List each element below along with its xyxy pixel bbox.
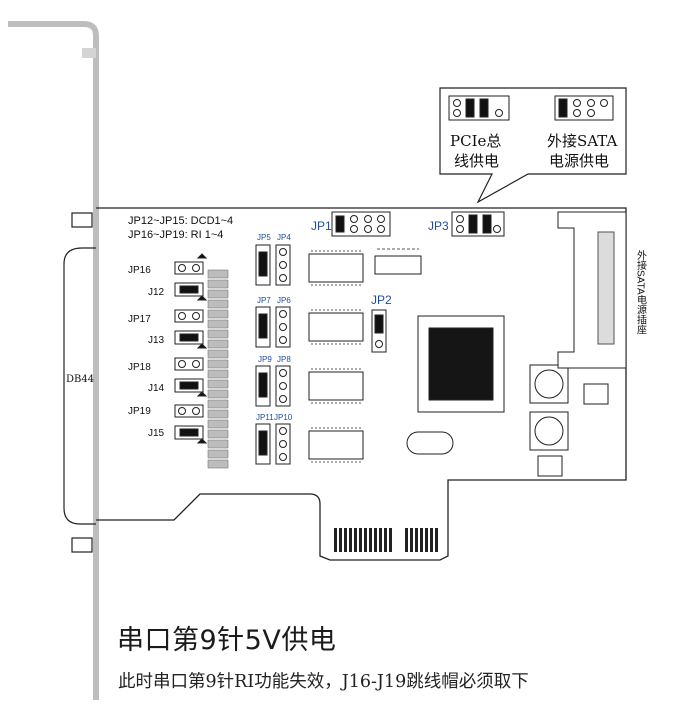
jp3-header: [451, 211, 505, 237]
sata-vertical-label: 外接SATA电源插座: [635, 250, 647, 335]
resistor-array: [207, 269, 229, 469]
j13-label: J13: [148, 335, 165, 346]
jp2-label: JP2: [371, 293, 392, 307]
jp2-header: [371, 309, 387, 353]
pcb-outline: [96, 207, 627, 561]
jp1-label: JP1: [311, 219, 332, 233]
j12-label: J12: [148, 287, 165, 298]
db44-connector: [63, 247, 96, 525]
left-jumper-block: [174, 253, 208, 444]
callout-sata-line2: 电源供电: [549, 152, 609, 170]
jp6-label: JP6: [277, 296, 291, 305]
jp4-label: JP4: [277, 233, 291, 242]
jp7-label: JP7: [257, 296, 271, 305]
sata-power-connector: [557, 211, 627, 369]
header-line1: JP12~JP15: DCD1~4: [128, 215, 233, 227]
jp10-label: JP10: [274, 413, 293, 422]
jp11-label: JP11: [256, 413, 274, 422]
callout-pcie-line1: PCIe总: [450, 132, 501, 150]
callout-sata-line1: 外接SATA: [547, 132, 617, 150]
jp9-label: JP9: [258, 355, 272, 364]
callout-pcie-line2: 线供电: [454, 152, 499, 170]
ic-chips: [308, 253, 609, 477]
jp19-label: JP19: [128, 406, 151, 417]
mounting-bracket: [8, 21, 99, 700]
page-title: 串口第9针5V供电: [117, 625, 337, 656]
middle-jumpers: [255, 244, 291, 465]
jp18-label: JP18: [128, 362, 151, 373]
jp16-label: JP16: [128, 265, 151, 276]
jp17-label: JP17: [128, 314, 151, 325]
db44-label: DB44: [66, 374, 94, 385]
jp3-label: JP3: [428, 219, 449, 233]
jp1-header: [331, 211, 391, 237]
callout-box: PCIe总 线供电 外接SATA 电源供电: [439, 87, 627, 204]
header-line2: JP16~JP19: RI 1~4: [128, 229, 223, 241]
jp8-label: JP8: [277, 355, 291, 364]
ic-pins: [311, 248, 419, 463]
edge-connector: [334, 528, 438, 552]
description-text: 此时串口第9针RI功能失效，J16-J19跳线帽必须取下: [118, 672, 529, 692]
j15-label: J15: [148, 428, 165, 439]
jp5-label: JP5: [257, 233, 271, 242]
j14-label: J14: [148, 383, 165, 394]
